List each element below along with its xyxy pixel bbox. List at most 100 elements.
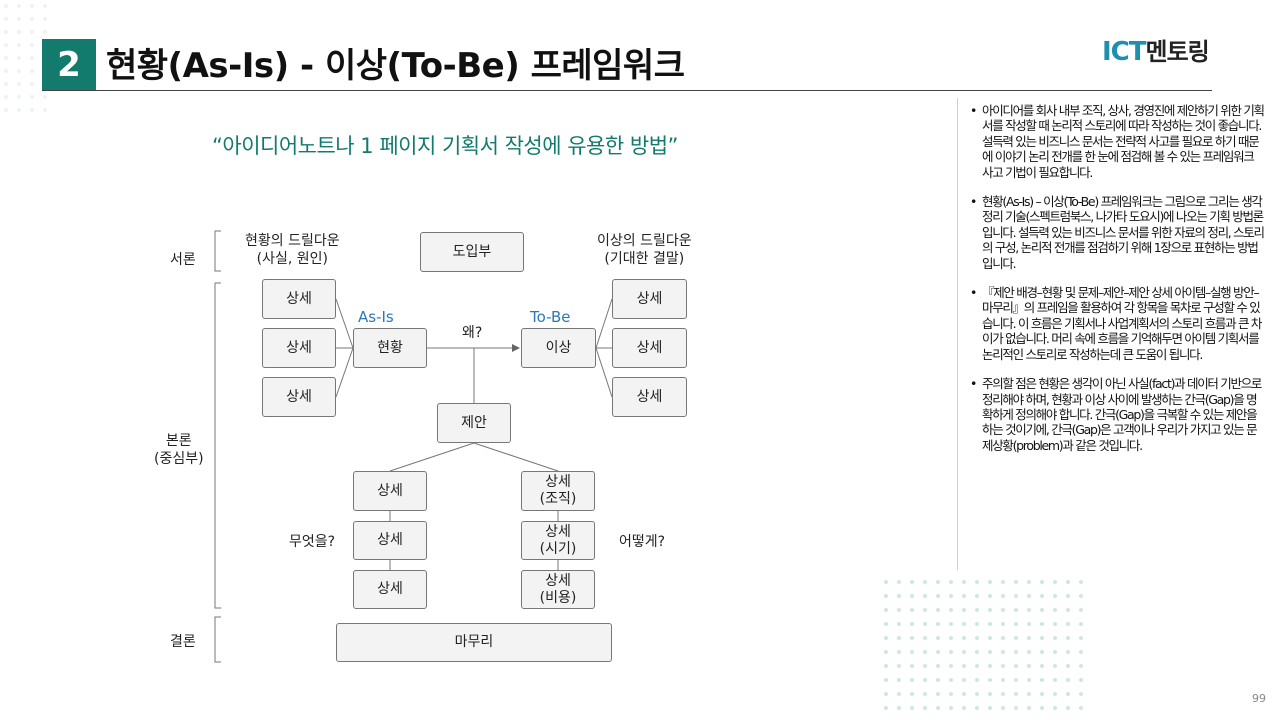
dot	[923, 580, 927, 584]
closing-box: 마무리	[336, 623, 612, 662]
dot	[43, 95, 47, 99]
dot	[884, 706, 888, 710]
dot	[897, 650, 901, 654]
dot	[17, 17, 21, 21]
dot	[1014, 692, 1018, 696]
dot	[4, 4, 8, 8]
dot	[897, 608, 901, 612]
dot	[936, 706, 940, 710]
dot	[43, 17, 47, 21]
dot	[1066, 664, 1070, 668]
dot	[1040, 622, 1044, 626]
dot	[923, 692, 927, 696]
dot	[910, 636, 914, 640]
dot	[1040, 636, 1044, 640]
dot	[30, 56, 34, 60]
bracket-intro	[214, 230, 221, 272]
dot	[1027, 664, 1031, 668]
dot	[30, 82, 34, 86]
dot	[949, 594, 953, 598]
dot	[910, 664, 914, 668]
dot	[1027, 622, 1031, 626]
dot	[962, 622, 966, 626]
asis-detail-box: 상세	[262, 328, 336, 368]
dot	[962, 706, 966, 710]
dot	[936, 692, 940, 696]
dot	[923, 664, 927, 668]
dot	[17, 82, 21, 86]
dot	[1027, 650, 1031, 654]
dot	[1053, 594, 1057, 598]
dot	[1027, 692, 1031, 696]
dot	[30, 30, 34, 34]
dot	[30, 17, 34, 21]
detail-timing-box: 상세 (시기)	[521, 521, 595, 560]
dot	[923, 706, 927, 710]
ideal-state-box: 이상	[521, 328, 596, 368]
dot	[43, 4, 47, 8]
dot	[988, 706, 992, 710]
dot	[988, 650, 992, 654]
dot	[1027, 580, 1031, 584]
dot	[975, 678, 979, 682]
tobe-label: To-Be	[530, 308, 571, 326]
dot	[897, 636, 901, 640]
dot	[1014, 580, 1018, 584]
dot	[43, 108, 47, 112]
dot	[949, 622, 953, 626]
dot	[1027, 636, 1031, 640]
dot	[1053, 706, 1057, 710]
dot	[923, 594, 927, 598]
dot	[1066, 608, 1070, 612]
dot	[1014, 622, 1018, 626]
dot	[962, 580, 966, 584]
dot	[962, 692, 966, 696]
dot	[949, 650, 953, 654]
intro-box: 도입부	[420, 232, 524, 272]
dot	[1079, 622, 1083, 626]
dot	[30, 69, 34, 73]
what-detail-box: 상세	[353, 471, 427, 511]
detail-organization-box: 상세 (조직)	[521, 471, 595, 511]
dot	[30, 4, 34, 8]
note-item: 현황(As-Is) – 이상(To-Be) 프레임워크는 그림으로 그리는 생각…	[970, 194, 1266, 271]
dot	[1001, 678, 1005, 682]
asis-label: As-Is	[358, 308, 394, 326]
dot	[923, 622, 927, 626]
dot	[923, 650, 927, 654]
dot	[1040, 608, 1044, 612]
dot	[1040, 594, 1044, 598]
what-detail-box: 상세	[353, 570, 427, 609]
dot	[1027, 678, 1031, 682]
dot	[975, 692, 979, 696]
dot	[910, 678, 914, 682]
dot	[1014, 636, 1018, 640]
dot	[1001, 706, 1005, 710]
dot	[910, 622, 914, 626]
dot	[884, 692, 888, 696]
dot	[936, 664, 940, 668]
dot	[884, 608, 888, 612]
tobe-detail-box: 상세	[612, 328, 687, 368]
dot	[1040, 664, 1044, 668]
dot	[949, 636, 953, 640]
dot	[923, 608, 927, 612]
dot	[975, 580, 979, 584]
bracket-conclusion	[214, 616, 221, 663]
dot	[1014, 594, 1018, 598]
proposal-box: 제안	[437, 403, 511, 443]
dot	[1001, 636, 1005, 640]
asis-drilldown-caption: 현황의 드릴다운 (사실, 원인)	[245, 233, 340, 267]
dot	[1001, 622, 1005, 626]
dot	[17, 95, 21, 99]
dot	[1040, 580, 1044, 584]
dot	[988, 636, 992, 640]
dot	[4, 82, 8, 86]
dot	[910, 650, 914, 654]
dot	[1079, 692, 1083, 696]
diagram-connectors	[214, 230, 613, 663]
bracket-body	[214, 282, 221, 609]
dot	[897, 692, 901, 696]
dot	[1053, 636, 1057, 640]
dot	[936, 650, 940, 654]
